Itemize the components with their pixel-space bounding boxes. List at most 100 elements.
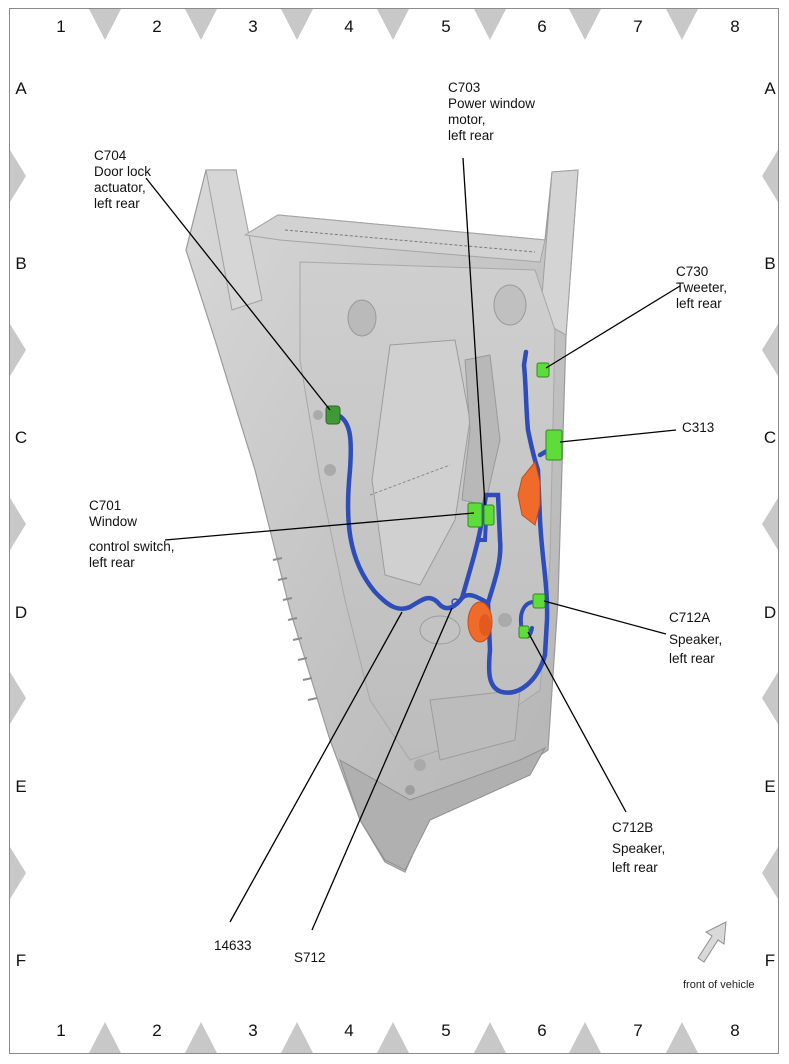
c712a-line-3: left rear	[669, 651, 715, 666]
bottom-grid-markers	[89, 1022, 698, 1053]
c730-line-1: C730	[676, 264, 708, 279]
top-marker	[569, 9, 601, 40]
leader-c313	[559, 429, 677, 443]
column-label-top: 3	[248, 17, 257, 36]
c712a-line-2: Speaker,	[669, 632, 722, 647]
row-label-left: D	[15, 603, 27, 622]
bottom-marker	[185, 1022, 217, 1053]
row-label-left: B	[15, 254, 26, 273]
connector-c712a	[532, 593, 546, 609]
column-label-bottom: 6	[537, 1021, 546, 1040]
c703-line-3: motor,	[448, 112, 486, 127]
c701-line-4: left rear	[89, 555, 135, 570]
connector-c701	[467, 502, 483, 528]
bottom-marker	[281, 1022, 313, 1053]
bottom-marker	[89, 1022, 121, 1053]
c313-line-1: C313	[682, 420, 714, 435]
c712a-line-1: C712A	[669, 610, 710, 625]
front-of-vehicle-indicator: front of vehicle	[683, 921, 755, 991]
right-marker	[762, 324, 778, 376]
c701-line-1: C701	[89, 498, 121, 513]
c701-line-3: control switch,	[89, 539, 175, 554]
speaker-upper	[517, 460, 541, 526]
leader-c712b	[527, 631, 627, 813]
column-label-bottom: 8	[730, 1021, 739, 1040]
column-label-top: 4	[344, 17, 353, 36]
diagram-frame	[9, 8, 779, 1054]
column-label-bottom: 4	[344, 1021, 353, 1040]
callout-s712: S712	[294, 950, 326, 965]
top-marker	[185, 9, 217, 40]
leader-c730	[545, 285, 681, 369]
c730-line-2: Tweeter,	[676, 280, 727, 295]
row-label-right: E	[764, 777, 775, 796]
top-marker	[281, 9, 313, 40]
c704-line-2: Door lock	[94, 164, 151, 179]
row-label-right: F	[765, 951, 775, 970]
top-marker	[666, 9, 698, 40]
column-label-bottom: 5	[441, 1021, 450, 1040]
bottom-marker	[569, 1022, 601, 1053]
row-label-left: C	[15, 428, 27, 447]
right-marker	[762, 150, 778, 202]
row-label-right: C	[764, 428, 776, 447]
column-label-top: 7	[633, 17, 642, 36]
column-label-top: 2	[152, 17, 161, 36]
right-grid-markers	[762, 150, 778, 899]
label-s712: S712	[294, 950, 326, 965]
c704-line-4: left rear	[94, 196, 140, 211]
callout-c701: C701 Window control switch, left rear	[89, 498, 175, 570]
left-marker	[10, 324, 26, 376]
c712b-line-2: Speaker,	[612, 841, 665, 856]
top-marker	[89, 9, 121, 40]
connector-c313	[545, 429, 563, 461]
bottom-marker	[474, 1022, 506, 1053]
bottom-marker	[666, 1022, 698, 1053]
connector-c730	[536, 362, 550, 378]
callout-c712a: C712A Speaker, left rear	[669, 610, 722, 666]
right-marker	[762, 498, 778, 550]
leader-lines	[145, 157, 681, 931]
right-marker	[762, 847, 778, 899]
c704-line-3: actuator,	[94, 180, 146, 195]
row-label-right: B	[764, 254, 775, 273]
column-label-bottom: 7	[633, 1021, 642, 1040]
leader-c712a	[543, 600, 667, 635]
c712b-line-1: C712B	[612, 820, 653, 835]
left-grid-markers	[10, 150, 26, 899]
left-marker	[10, 672, 26, 724]
left-marker	[10, 498, 26, 550]
connector-c712b	[518, 625, 530, 639]
c703-line-2: Power window	[448, 96, 535, 111]
c701-line-2: Window	[89, 514, 137, 529]
callout-c730: C730 Tweeter, left rear	[676, 264, 727, 311]
right-marker	[762, 672, 778, 724]
c703-line-1: C703	[448, 80, 480, 95]
left-marker	[10, 150, 26, 202]
speaker-lower	[467, 601, 493, 643]
column-label-top: 5	[441, 17, 450, 36]
leader-c703	[462, 157, 486, 506]
callout-c313: C313	[682, 420, 714, 435]
c703-line-4: left rear	[448, 128, 494, 143]
callout-c704: C704 Door lock actuator, left rear	[94, 148, 151, 211]
bottom-marker	[377, 1022, 409, 1053]
connector-c703	[483, 504, 495, 526]
splice-s712	[451, 598, 459, 606]
column-label-top: 1	[56, 17, 65, 36]
callout-c703: C703 Power window motor, left rear	[448, 80, 535, 143]
top-marker	[474, 9, 506, 40]
column-label-bottom: 3	[248, 1021, 257, 1040]
column-label-bottom: 1	[56, 1021, 65, 1040]
leader-14633	[229, 611, 403, 923]
top-marker	[377, 9, 409, 40]
leader-c704	[145, 177, 331, 411]
top-grid-markers	[89, 9, 698, 40]
leader-c701	[164, 512, 475, 541]
front-of-vehicle-label: front of vehicle	[683, 979, 755, 991]
front-arrow-icon	[697, 921, 727, 963]
row-label-right: D	[764, 603, 776, 622]
label-14633: 14633	[214, 938, 252, 953]
